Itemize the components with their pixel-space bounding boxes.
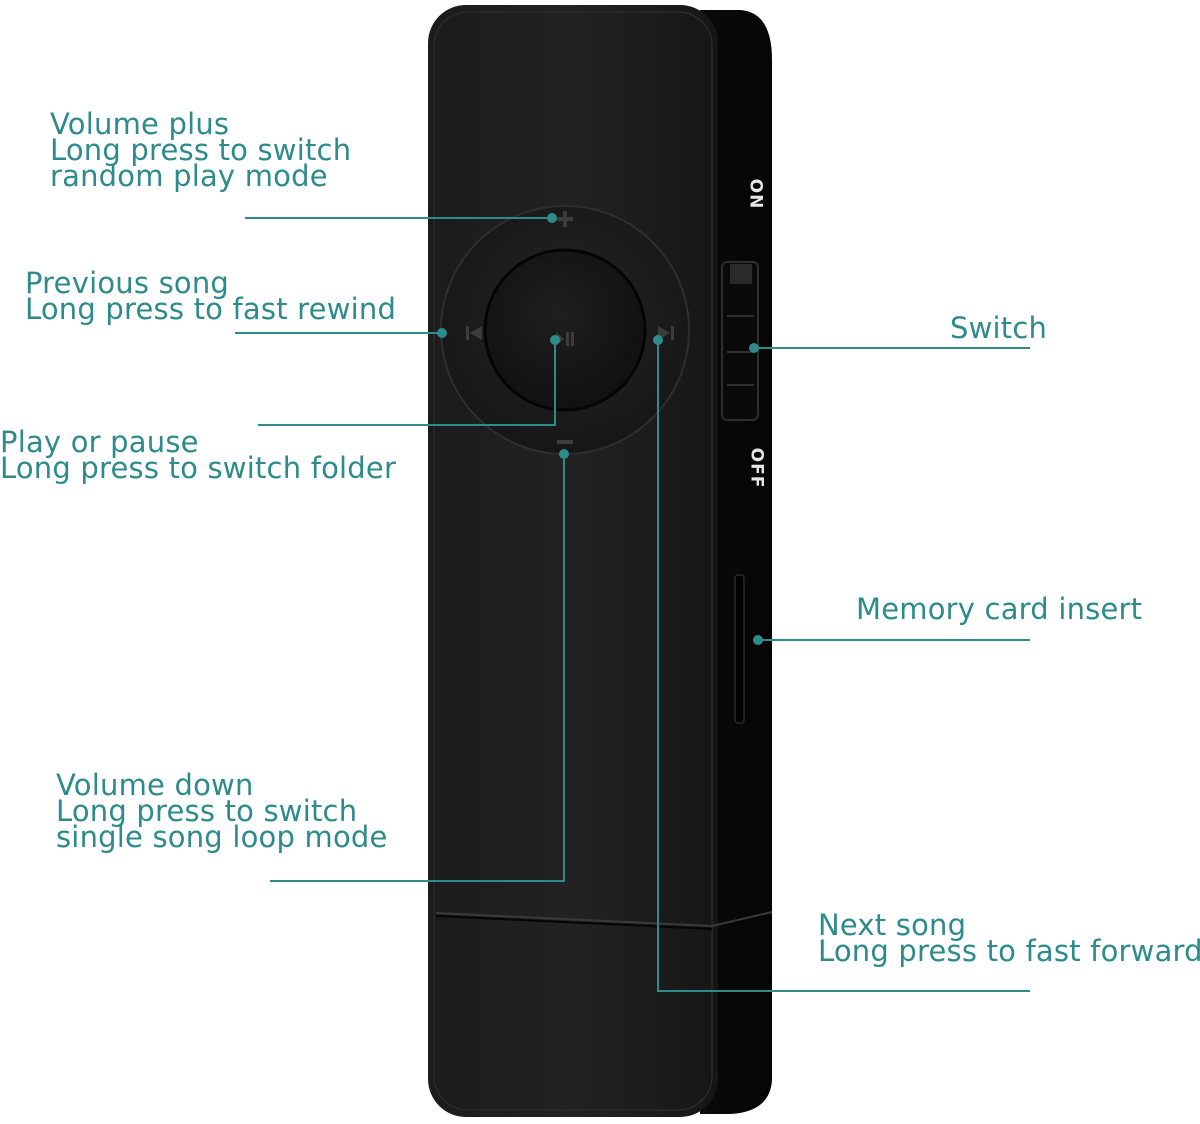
memory-card-slot	[734, 574, 745, 724]
power-switch-track	[721, 261, 759, 421]
play-pause-leader	[258, 340, 556, 426]
leader-lines	[235, 217, 1030, 992]
volume-down-label: Volume down Long press to switch single …	[56, 768, 388, 854]
device-body	[428, 5, 718, 1117]
plus-icon	[557, 211, 573, 227]
usb-cap-seam	[435, 911, 773, 928]
play-pause-button	[485, 250, 645, 410]
memory-card-label: Memory card insert	[856, 592, 1143, 626]
next-song-leader	[657, 340, 1030, 992]
switch-on-label: ON	[745, 178, 766, 210]
previous-song-label: Previous song Long press to fast rewind	[25, 266, 397, 326]
volume-plus-label: Volume plus Long press to switch random …	[50, 107, 352, 193]
volume-down-leader	[270, 454, 565, 882]
previous-icon	[466, 326, 482, 340]
play-pause-label: Play or pause Long press to switch folde…	[0, 425, 397, 485]
switch-off-label: OFF	[746, 447, 767, 489]
minus-icon	[557, 440, 573, 444]
switch-label: Switch	[950, 311, 1048, 345]
next-song-label: Next song Long press to fast forward	[818, 908, 1200, 968]
leader-dots	[437, 213, 763, 645]
power-switch-knob	[730, 264, 752, 284]
